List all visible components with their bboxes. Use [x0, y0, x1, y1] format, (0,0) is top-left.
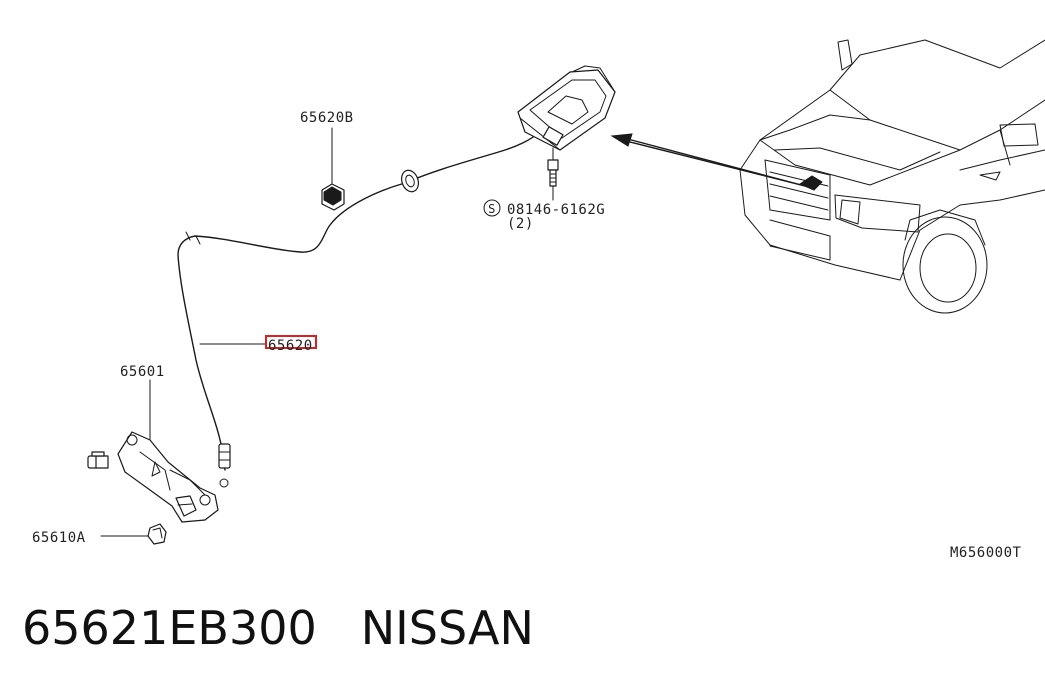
- brand-name: NISSAN: [360, 601, 534, 655]
- callout-bolt: S 08146-6162G (2): [483, 199, 605, 232]
- caption: 65621EB300 NISSAN: [22, 598, 534, 658]
- bolt-quantity: (2): [507, 216, 534, 232]
- diagram-code: M656000T: [950, 545, 1022, 561]
- bolt-symbol: S: [488, 202, 496, 216]
- parts-diagram: 65620B 65620 65601 65610A S 08146-6162G …: [32, 39, 1045, 561]
- callout-65620b: 65620B: [300, 110, 354, 126]
- hood-release-cable: [177, 131, 541, 471]
- hood-lock-65601: [117, 431, 219, 523]
- clip-65610a: [147, 523, 167, 545]
- bolt-part-number: 08146-6162G: [507, 202, 605, 218]
- release-handle: [517, 65, 616, 151]
- vehicle-illustration: [739, 39, 1045, 314]
- lock-bolt: [87, 451, 109, 469]
- bolt-08146: [547, 159, 559, 187]
- callout-65601: 65601: [120, 364, 165, 380]
- cable-end-fitting: [218, 443, 231, 488]
- part-number: 65621EB300: [22, 601, 317, 655]
- callout-65610a: 65610A: [32, 530, 86, 546]
- callout-65620: 65620: [268, 338, 313, 354]
- highlight-box: [265, 335, 317, 349]
- location-arrow: [610, 133, 806, 187]
- cable-end-hook: [185, 231, 201, 245]
- cable-grommet: [400, 169, 420, 193]
- bracket-clip-65620b: [321, 183, 345, 211]
